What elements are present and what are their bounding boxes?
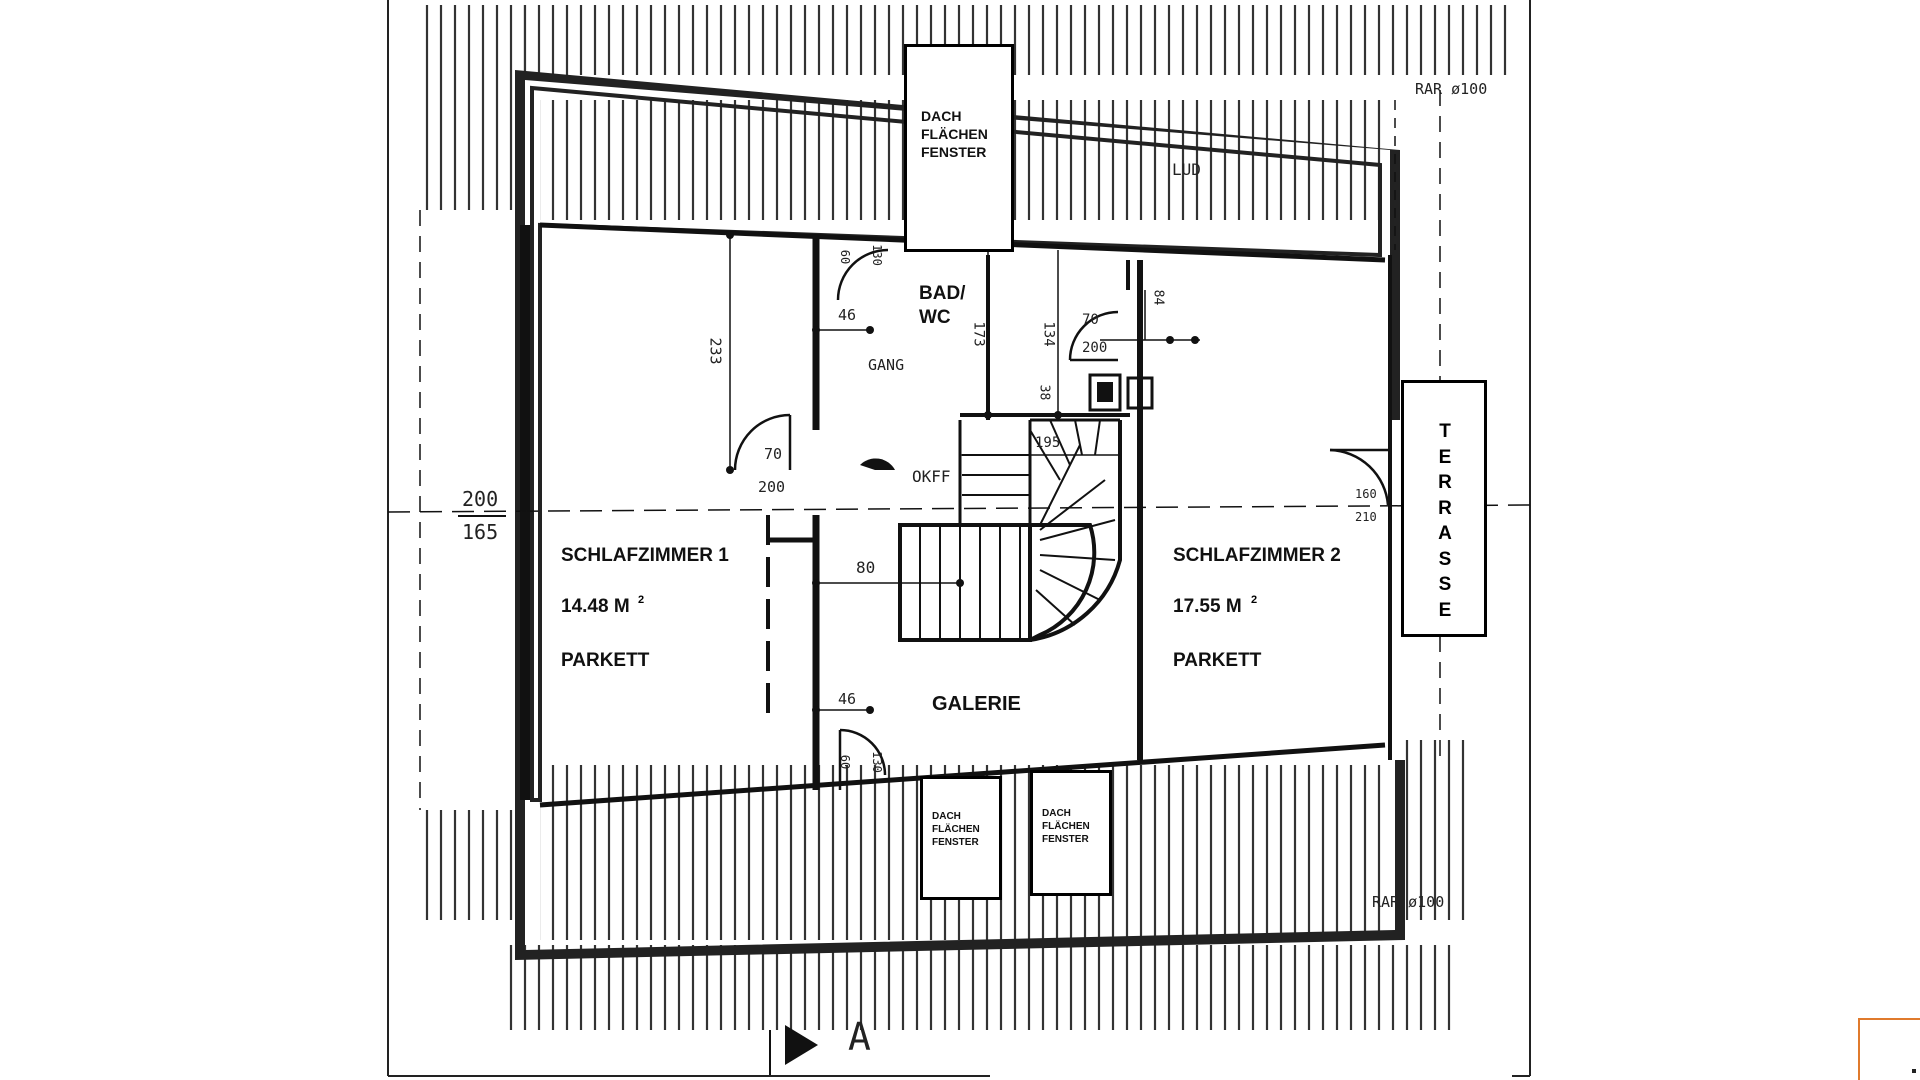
area-superscript-1: 2 bbox=[638, 594, 645, 606]
dim-80: 80 bbox=[856, 558, 876, 577]
terrace-letter-4: R bbox=[1438, 497, 1452, 519]
dim-233: 233 bbox=[706, 337, 725, 365]
room-floor-schlafzimmer2: PARKETT bbox=[1173, 650, 1262, 671]
roof-hatch-top-outer bbox=[520, 5, 1510, 75]
corner-frame bbox=[1858, 1018, 1920, 1080]
terrace-letter-2: E bbox=[1438, 446, 1452, 468]
roof-hatch-left-top bbox=[420, 5, 525, 210]
dim-134: 134 bbox=[1040, 321, 1057, 347]
door-bottom-width: 60 bbox=[838, 754, 853, 770]
roof-window-br-line3: FENSTER bbox=[1042, 834, 1089, 845]
door-left-width: 70 bbox=[764, 445, 783, 463]
roof-window-top: DACH FLÄCHEN FENSTER bbox=[904, 44, 1014, 252]
room-name-galerie: GALERIE bbox=[932, 693, 1021, 715]
room-name-gang: GANG bbox=[868, 356, 905, 374]
corner-dot bbox=[1912, 1069, 1916, 1073]
room-name-bad-line2: WC bbox=[919, 307, 951, 328]
room-area-schlafzimmer2: 17.55 M bbox=[1173, 596, 1242, 617]
dim-46-top: 46 bbox=[838, 306, 857, 324]
area-superscript-2: 2 bbox=[1251, 594, 1258, 606]
roof-hatch-right-bottom bbox=[1405, 740, 1465, 920]
terrace-letter-7: S bbox=[1438, 574, 1452, 595]
roof-hatch-bottom-outer bbox=[500, 945, 1460, 1030]
door-left-height: 200 bbox=[758, 478, 786, 496]
door-bottom-height: 130 bbox=[869, 751, 884, 773]
terrace-label-box: T E R R A S S E bbox=[1401, 380, 1487, 637]
terrace-letter-5: A bbox=[1438, 523, 1452, 544]
roof-window-bl-line3: FENSTER bbox=[932, 837, 979, 848]
room-name-schlafzimmer2: SCHLAFZIMMER 2 bbox=[1173, 545, 1341, 566]
roof-window-top-line3: FENSTER bbox=[921, 144, 987, 161]
roof-window-top-line2: FLÄCHEN bbox=[921, 126, 988, 143]
left-height-bottom: 165 bbox=[462, 520, 499, 544]
roof-window-bl-line2: FLÄCHEN bbox=[932, 824, 980, 835]
door-terrace-width: 160 bbox=[1355, 487, 1377, 501]
roof-window-br-line2: FLÄCHEN bbox=[1042, 821, 1090, 832]
door-bad-height: 130 bbox=[869, 244, 884, 266]
door-right-height: 200 bbox=[1082, 340, 1108, 356]
rar-label-top: RAR ø100 bbox=[1415, 80, 1488, 98]
door-terrace-height: 210 bbox=[1355, 510, 1377, 524]
dim-173: 173 bbox=[970, 321, 987, 347]
lud-label: LUD bbox=[1172, 160, 1201, 179]
room-floor-schlafzimmer1: PARKETT bbox=[561, 650, 650, 671]
roof-window-bl-line1: DACH bbox=[932, 811, 961, 822]
terrace-letter-8: E bbox=[1438, 599, 1452, 621]
dim-38: 38 bbox=[1036, 384, 1052, 401]
section-arrow-icon bbox=[785, 1025, 818, 1065]
room-name-schlafzimmer1: SCHLAFZIMMER 1 bbox=[561, 545, 729, 566]
door-right-width: 70 bbox=[1082, 312, 1099, 328]
terrace-letter-6: S bbox=[1438, 548, 1452, 570]
room-area-schlafzimmer1: 14.48 M bbox=[561, 596, 630, 617]
terrace-letter-1: T bbox=[1439, 421, 1451, 442]
section-marker-label: A bbox=[848, 1015, 871, 1059]
roof-window-top-line1: DACH bbox=[921, 108, 962, 124]
terrace-letter-3: R bbox=[1438, 472, 1452, 493]
rar-label-bottom: RAR ø100 bbox=[1372, 893, 1445, 911]
left-height-divider bbox=[458, 515, 506, 517]
dim-195: 195 bbox=[1035, 435, 1061, 451]
roof-window-bottom-right: DACH FLÄCHEN FENSTER bbox=[1030, 770, 1112, 896]
door-bad-width: 60 bbox=[838, 249, 853, 265]
roof-window-br-line1: DACH bbox=[1042, 808, 1071, 819]
dim-46-bottom: 46 bbox=[838, 690, 857, 708]
room-name-bad-line1: BAD/ bbox=[919, 283, 966, 304]
okff-label: OKFF bbox=[912, 467, 951, 486]
dim-84: 84 bbox=[1150, 289, 1166, 306]
roof-window-bottom-left: DACH FLÄCHEN FENSTER bbox=[920, 776, 1002, 900]
roof-hatch-left-bottom bbox=[420, 810, 525, 920]
terrace-label: T E R R A S S E bbox=[1435, 419, 1455, 623]
left-height-top: 200 bbox=[462, 487, 499, 511]
